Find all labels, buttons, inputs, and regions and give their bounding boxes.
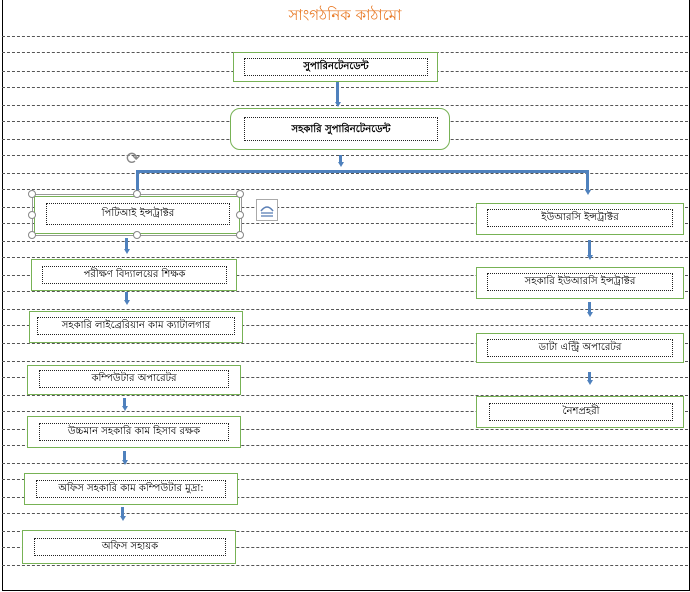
org-node-data-entry-operator[interactable]: ডাটা এন্ট্রি অপারেটর <box>476 333 684 363</box>
connector-line <box>336 82 339 103</box>
connector-line <box>339 155 342 163</box>
table-rule <box>2 257 688 258</box>
table-rule <box>2 479 688 480</box>
org-node-superintendent[interactable]: সুপারিনটেনডেন্ট <box>233 52 438 82</box>
org-node-computer-operator[interactable]: কম্পিউটার অপারেটর <box>27 365 241 395</box>
org-node-office-helper[interactable]: অফিস সহায়ক <box>22 530 236 564</box>
org-node-night-guard[interactable]: নৈশপ্রহরী <box>476 396 684 428</box>
table-rule <box>2 411 688 412</box>
org-node-urc-instructor[interactable]: ইউআরসি ইন্সট্রাক্টর <box>476 203 684 235</box>
table-rule <box>2 87 688 88</box>
branch-connector <box>136 170 589 173</box>
connector-line <box>121 507 124 517</box>
node-label: ইউআরসি ইন্সট্রাক্টর <box>487 209 673 227</box>
table-rule <box>2 275 688 276</box>
resize-handle[interactable] <box>28 211 36 219</box>
connector-arrow-icon <box>124 300 130 305</box>
connector-arrow-icon <box>122 460 128 465</box>
node-label: অফিস সহায়ক <box>34 538 226 556</box>
node-label: সহকারি সুপারিনটেনডেন্ট <box>244 117 438 141</box>
connector-arrow-icon <box>120 516 126 521</box>
table-rule <box>2 377 688 378</box>
node-label: সহকারি লাইব্রেরিয়ান কাম ক্যাটালগার <box>37 317 235 335</box>
resize-handle[interactable] <box>236 190 244 198</box>
connector-line <box>125 238 128 250</box>
table-rule <box>2 429 688 430</box>
node-label: সহকারি ইউআরসি ইন্সট্রাক্টর <box>487 273 673 291</box>
node-label: ডাটা এন্ট্রি অপারেটর <box>487 339 673 357</box>
connector-arrow-icon <box>335 102 341 107</box>
org-node-upper-division-assistant[interactable]: উচ্চমান সহকারি কাম হিসাব রক্ষক <box>27 416 241 448</box>
table-rule <box>2 445 688 446</box>
node-label: সুপারিনটেনডেন্ট <box>244 58 428 76</box>
table-rule <box>2 547 688 548</box>
connector-arrow-icon <box>587 312 593 317</box>
table-rule <box>2 207 688 208</box>
resize-handle[interactable] <box>236 231 244 239</box>
table-rule <box>2 531 688 532</box>
table-rule <box>2 463 688 464</box>
layout-options-icon-glyph <box>260 206 274 217</box>
table-rule <box>2 325 688 326</box>
connector-line <box>123 451 126 461</box>
table-rule <box>2 155 688 156</box>
table-rule <box>2 223 688 224</box>
connector-line <box>588 302 591 313</box>
node-label: পরীক্ষণ বিদ্যালয়ের শিক্ষক <box>42 266 227 284</box>
table-rule <box>2 36 688 37</box>
selection-frame <box>32 194 242 236</box>
table-rule <box>2 105 688 106</box>
connector-arrow-icon <box>585 190 591 195</box>
connector-line <box>588 240 591 256</box>
table-rule <box>2 309 688 310</box>
table-rule <box>2 361 688 362</box>
node-label: নৈশপ্রহরী <box>489 403 673 421</box>
org-node-assistant-superintendent[interactable]: সহকারি সুপারিনটেনডেন্ট <box>230 108 450 150</box>
connector-arrow-icon <box>124 249 130 254</box>
table-rule <box>2 497 688 498</box>
table-rule <box>2 513 688 514</box>
org-node-assistant-urc-instructor[interactable]: সহকারি ইউআরসি ইন্সট্রাক্টর <box>476 267 684 299</box>
node-label: কম্পিউটার অপারেটর <box>39 370 229 388</box>
node-label: অফিস সহকারি কাম কম্পিউটার মুদ্রা: <box>36 480 226 498</box>
node-label: উচ্চমান সহকারি কাম হিসাব রক্ষক <box>39 423 229 441</box>
table-rule <box>2 343 688 344</box>
table-rule <box>2 173 688 174</box>
resize-handle[interactable] <box>28 190 36 198</box>
org-node-lab-school-teacher[interactable]: পরীক্ষণ বিদ্যালয়ের শিক্ষক <box>31 259 237 291</box>
connector-arrow-icon <box>587 380 593 385</box>
table-rule <box>2 189 688 190</box>
table-rule <box>2 395 688 396</box>
table-rule <box>2 241 688 242</box>
connector-line <box>125 292 128 301</box>
connector-arrow-icon <box>122 406 128 411</box>
connector-arrow-icon <box>338 162 344 167</box>
connector-line <box>586 170 589 191</box>
connector-arrow-icon <box>587 255 593 260</box>
node-label: পিটিআই ইন্সট্রাক্টর <box>46 203 230 225</box>
table-rule <box>2 291 688 292</box>
resize-handle[interactable] <box>236 211 244 219</box>
resize-handle[interactable] <box>133 190 141 198</box>
org-node-assistant-librarian[interactable]: সহকারি লাইব্রেরিয়ান কাম ক্যাটালগার <box>29 311 243 343</box>
org-node-office-assistant-typist[interactable]: অফিস সহকারি কাম কম্পিউটার মুদ্রা: <box>24 473 238 505</box>
connector-line <box>136 170 139 192</box>
connector-line <box>123 398 126 407</box>
rotate-handle-icon[interactable]: ⟳ <box>126 149 141 169</box>
connector-line <box>588 372 591 381</box>
document-title: সাংগঠনিক কাঠামো <box>288 6 402 24</box>
layout-options-icon[interactable] <box>256 199 278 221</box>
table-rule <box>2 565 688 566</box>
resize-handle[interactable] <box>28 231 36 239</box>
resize-handle[interactable] <box>133 231 141 239</box>
